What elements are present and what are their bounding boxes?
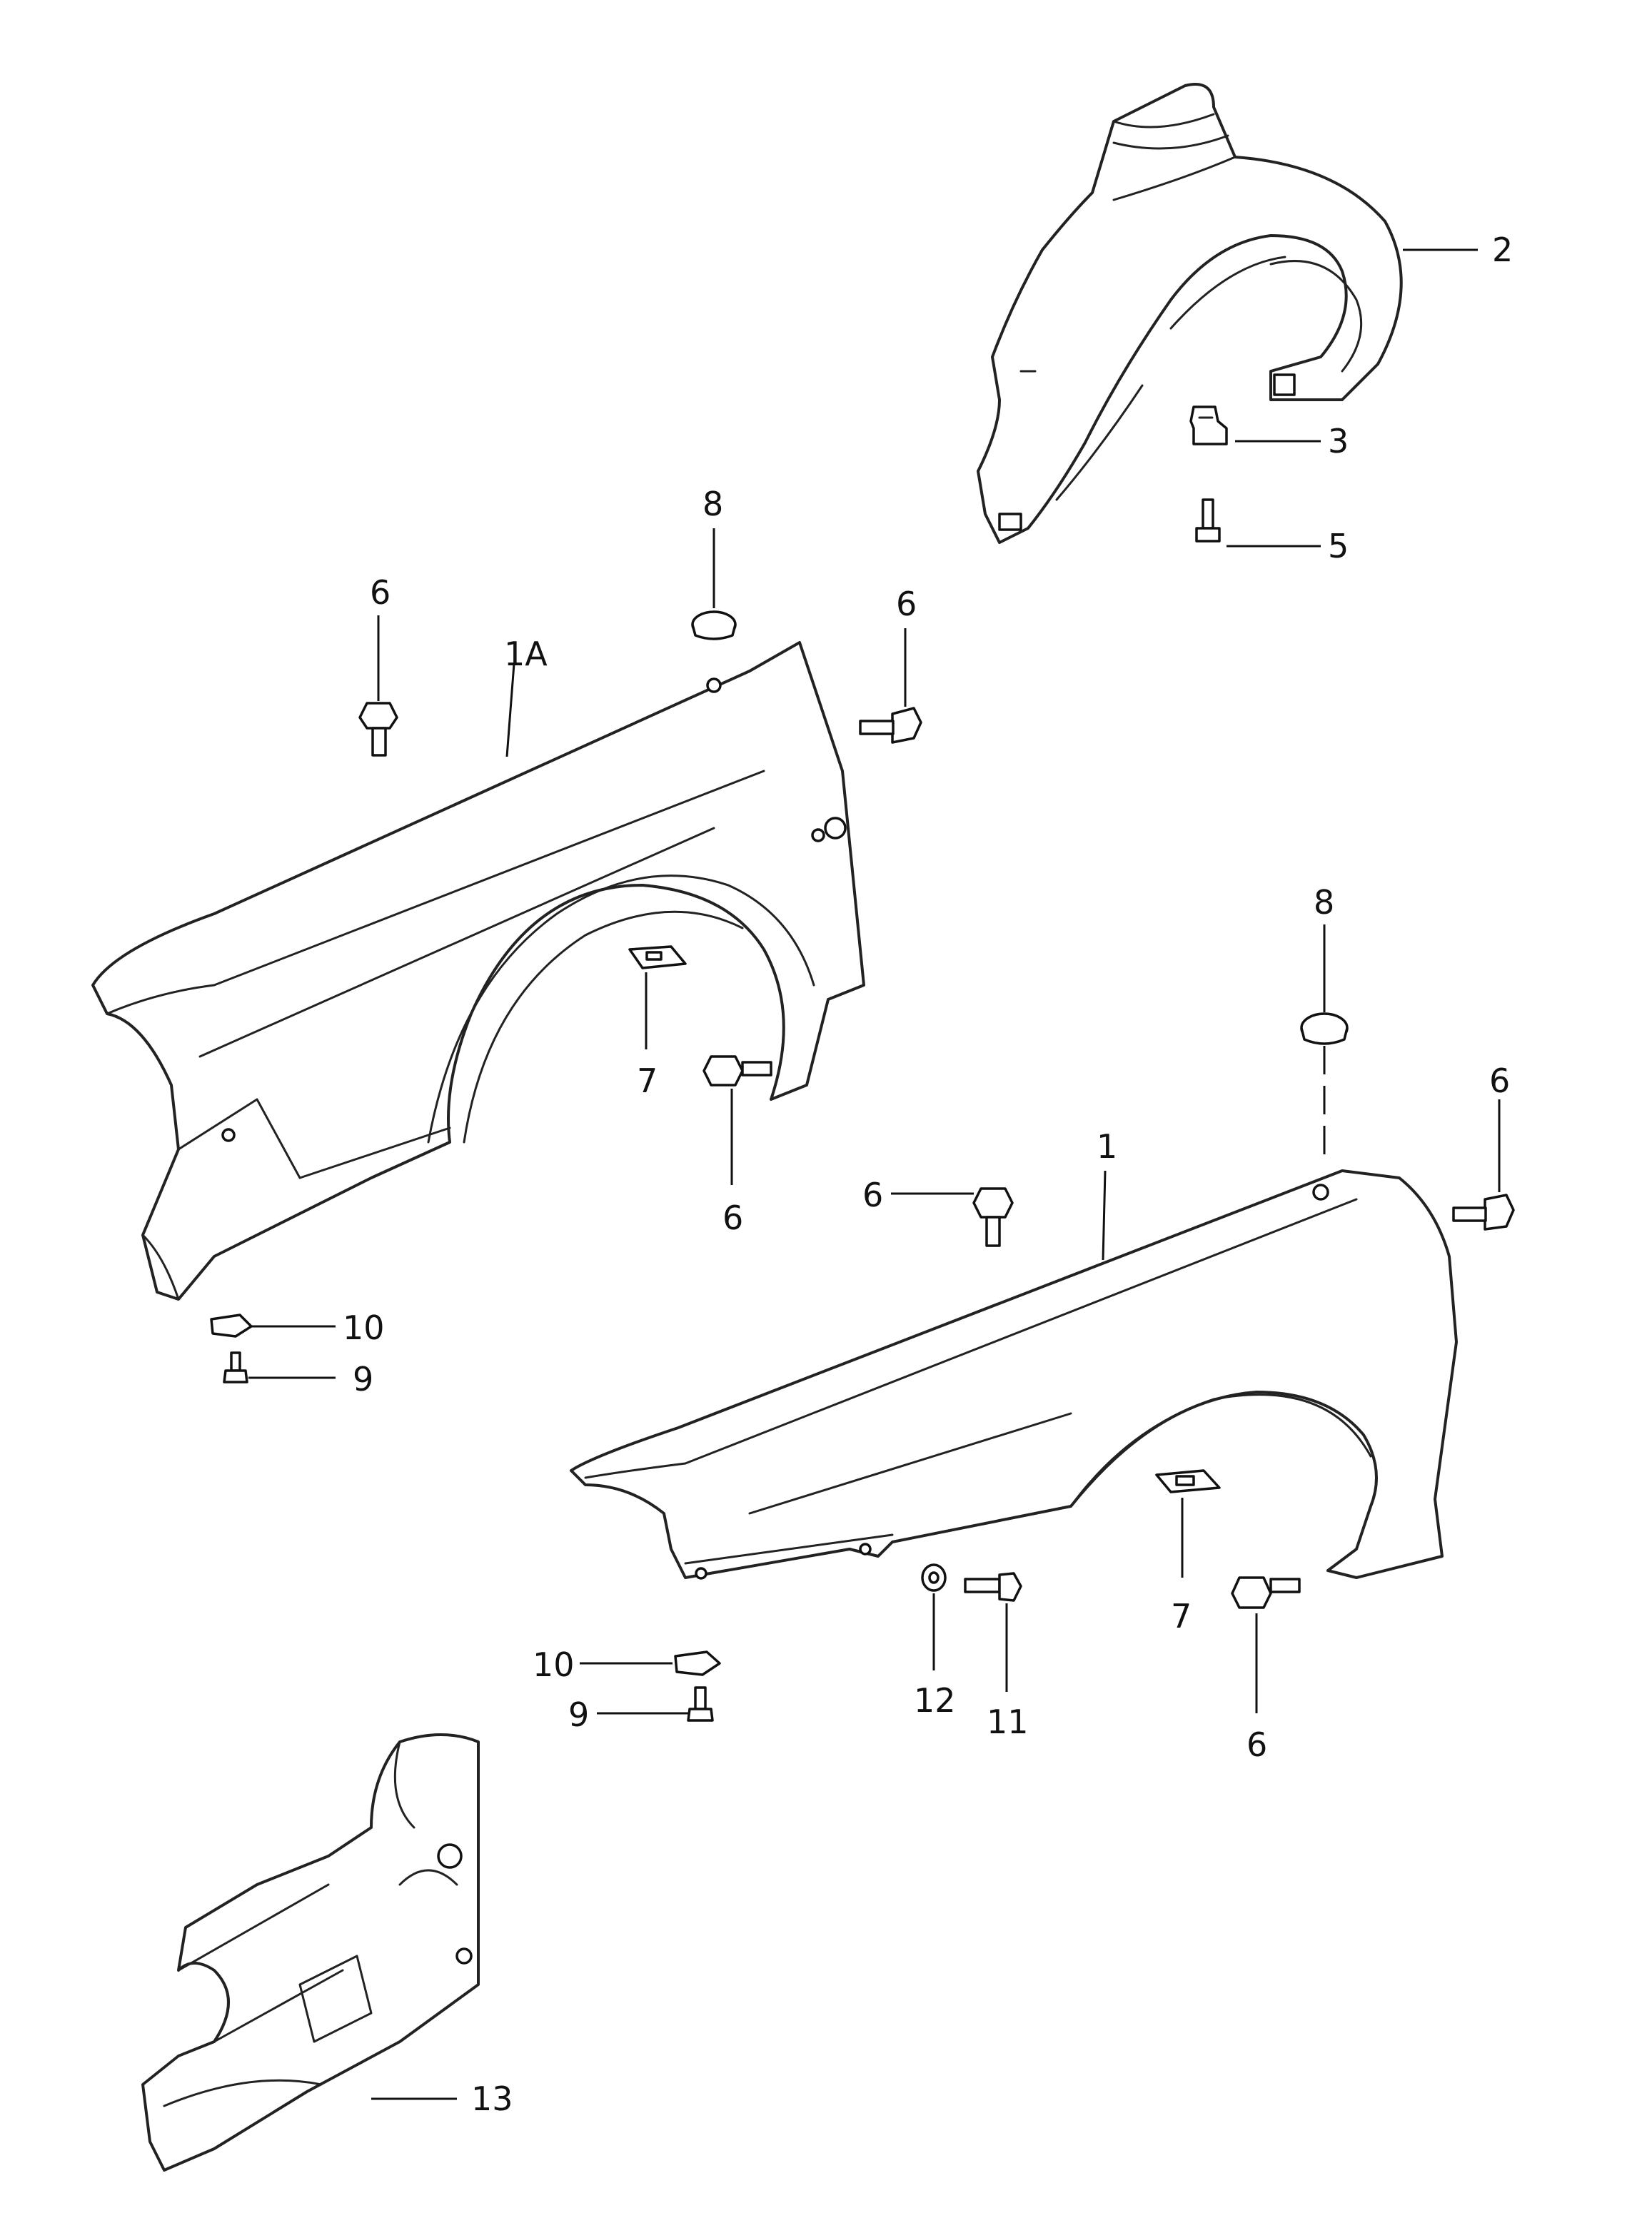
bolt-6-e-icon bbox=[1452, 1194, 1515, 1231]
callout-6-a: 6 bbox=[370, 573, 391, 612]
bolt-6-a-icon bbox=[358, 702, 398, 757]
callout-12: 12 bbox=[914, 1681, 956, 1720]
callout-11: 11 bbox=[987, 1703, 1029, 1741]
clip-10-b-icon bbox=[674, 1650, 721, 1676]
callout-5: 5 bbox=[1328, 527, 1349, 565]
callout-1a: 1A bbox=[504, 635, 548, 673]
callout-labels: 2 3 5 8 6 1A 6 7 6 8 1 6 6 10 9 7 12 11 … bbox=[343, 231, 1513, 2118]
callout-8-lower: 8 bbox=[1314, 883, 1334, 922]
screw-9-b-icon bbox=[687, 1686, 714, 1722]
clip-3-icon bbox=[1189, 405, 1228, 445]
bolt-6-d-icon bbox=[972, 1187, 1014, 1247]
fender-1a bbox=[91, 641, 865, 1301]
callout-7-b: 7 bbox=[1171, 1597, 1192, 1635]
callout-6-f: 6 bbox=[1246, 1725, 1267, 1764]
callout-2: 2 bbox=[1492, 231, 1513, 269]
leader-lines bbox=[248, 248, 1501, 2100]
bolt-6-f-icon bbox=[1231, 1576, 1301, 1609]
callout-6-b: 6 bbox=[896, 585, 917, 623]
screw-9-a-icon bbox=[223, 1351, 248, 1383]
fender-1 bbox=[570, 1169, 1458, 1580]
callout-10-a: 10 bbox=[343, 1309, 385, 1347]
cap-8-upper-icon bbox=[691, 610, 737, 640]
washer-12-icon bbox=[921, 1563, 947, 1592]
callout-7-a: 7 bbox=[637, 1062, 658, 1100]
callout-6-e: 6 bbox=[1489, 1062, 1510, 1100]
wheel-arch-liner bbox=[977, 83, 1403, 544]
bolt-6-b-icon bbox=[859, 707, 922, 744]
callout-9-b: 9 bbox=[568, 1695, 589, 1734]
callout-13: 13 bbox=[471, 2080, 513, 2118]
bolt-11-icon bbox=[964, 1572, 1022, 1602]
callout-1: 1 bbox=[1097, 1127, 1117, 1166]
spring-nut-7-a-icon bbox=[628, 945, 687, 969]
callout-3: 3 bbox=[1328, 422, 1349, 460]
bolt-6-c-icon bbox=[702, 1055, 772, 1087]
clip-10-a-icon bbox=[210, 1314, 253, 1338]
callout-10-b: 10 bbox=[533, 1645, 575, 1684]
callout-6-c: 6 bbox=[722, 1199, 743, 1237]
callout-6-d: 6 bbox=[862, 1176, 883, 1214]
cap-8-lower-icon bbox=[1300, 1012, 1349, 1045]
body-side-structure bbox=[141, 1733, 480, 2172]
callout-8-upper: 8 bbox=[702, 485, 723, 523]
spring-nut-7-b-icon bbox=[1155, 1469, 1221, 1493]
callout-9-a: 9 bbox=[353, 1360, 373, 1398]
screw-5-icon bbox=[1195, 498, 1221, 543]
